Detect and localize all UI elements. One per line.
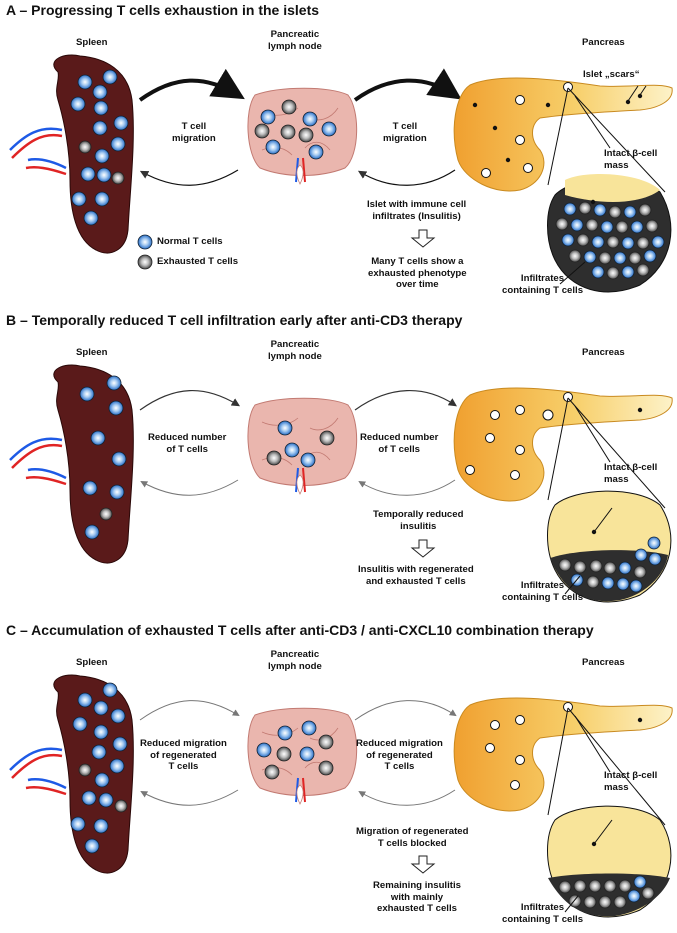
migration-arrows-c bbox=[139, 700, 457, 806]
down-arrow-a bbox=[410, 229, 436, 248]
lymph-node-b-cells bbox=[266, 420, 335, 468]
lymph-node-label-c: Pancreatic lymph node bbox=[268, 649, 322, 672]
lymph-node-label-b: Pancreatic lymph node bbox=[268, 339, 322, 362]
infiltrates-label-c: Infiltrates containing T cells bbox=[502, 902, 584, 925]
legend-exhausted-label: Exhausted T cells bbox=[157, 256, 239, 267]
panel-b: B – Temporally reduced T cell infiltrati… bbox=[0, 310, 677, 620]
legend-normal-swatch bbox=[137, 234, 153, 250]
pancreas-label: Pancreas bbox=[582, 37, 625, 48]
legend-a bbox=[137, 234, 153, 270]
panel-a-title: A – Progressing T cells exhaustion in th… bbox=[6, 2, 320, 18]
spleen-label-b: Spleen bbox=[76, 347, 108, 358]
panel-b-title: B – Temporally reduced T cell infiltrati… bbox=[6, 312, 463, 328]
panel-c: C – Accumulation of exhausted T cells af… bbox=[0, 620, 677, 933]
outcome-label-b: Insulitis with regenerated and exhausted… bbox=[358, 564, 474, 587]
legend-normal-label: Normal T cells bbox=[157, 236, 223, 247]
intact-mass-label: Intact β-cell mass bbox=[604, 148, 658, 171]
islet-b-cells bbox=[558, 536, 662, 595]
outcome-label: Many T cells show a exhausted phenotype … bbox=[368, 256, 467, 290]
outcome-label-c: Remaining insulitis with mainly exhauste… bbox=[373, 880, 461, 914]
spleen-a-cells bbox=[70, 69, 129, 226]
infiltrates-label: Infiltrates containing T cells bbox=[502, 273, 584, 296]
lymph-node-label: Pancreatic lymph node bbox=[268, 29, 322, 52]
migration-label-right: T cell migration bbox=[383, 121, 427, 144]
pancreas-a bbox=[453, 77, 673, 192]
insulitis-label-c: Migration of regenerated T cells blocked bbox=[356, 826, 469, 849]
migration-arrows-b bbox=[139, 389, 457, 496]
panel-b-artwork bbox=[9, 364, 673, 603]
spleen-label: Spleen bbox=[76, 37, 108, 48]
down-arrow-c bbox=[410, 855, 436, 874]
panel-a-artwork bbox=[9, 54, 673, 293]
spleen-a bbox=[9, 54, 134, 254]
migration-label-left-b: Reduced number of T cells bbox=[148, 432, 227, 455]
pancreas-label-c: Pancreas bbox=[582, 657, 625, 668]
lymph-node-a-cells bbox=[254, 99, 337, 160]
islet-a-cells bbox=[555, 201, 665, 285]
pancreas-label-b: Pancreas bbox=[582, 347, 625, 358]
panel-a: A – Progressing T cells exhaustion in th… bbox=[0, 0, 677, 310]
spleen-c bbox=[9, 674, 134, 874]
migration-label-right-c: Reduced migration of regenerated T cells bbox=[356, 738, 443, 772]
panel-c-title: C – Accumulation of exhausted T cells af… bbox=[6, 622, 594, 638]
lymph-node-b bbox=[247, 397, 358, 495]
migration-arrows-a bbox=[138, 68, 462, 186]
migration-label-left-c: Reduced migration of regenerated T cells bbox=[140, 738, 227, 772]
infiltrates-label-b: Infiltrates containing T cells bbox=[502, 580, 584, 603]
panel-c-artwork bbox=[9, 674, 673, 918]
spleen-label-c: Spleen bbox=[76, 657, 108, 668]
spleen-b-cells bbox=[79, 375, 127, 540]
down-arrow-b bbox=[410, 539, 436, 558]
insulitis-label-b: Temporally reduced insulitis bbox=[373, 509, 464, 532]
islet-c-cells bbox=[558, 875, 655, 913]
intact-mass-label-c: Intact β-cell mass bbox=[604, 770, 658, 793]
pancreas-c bbox=[453, 697, 673, 812]
insulitis-label: Islet with immune cell infiltrates (Insu… bbox=[367, 199, 467, 222]
spleen-c-cells bbox=[70, 682, 128, 854]
intact-mass-label-b: Intact β-cell mass bbox=[604, 462, 658, 485]
islet-scars-label: Islet „scars“ bbox=[583, 69, 640, 80]
lymph-node-c-cells bbox=[256, 720, 334, 780]
legend-exhausted-swatch bbox=[137, 254, 153, 270]
migration-label-left: T cell migration bbox=[172, 121, 216, 144]
pancreas-b bbox=[453, 387, 673, 502]
migration-label-right-b: Reduced number of T cells bbox=[360, 432, 439, 455]
